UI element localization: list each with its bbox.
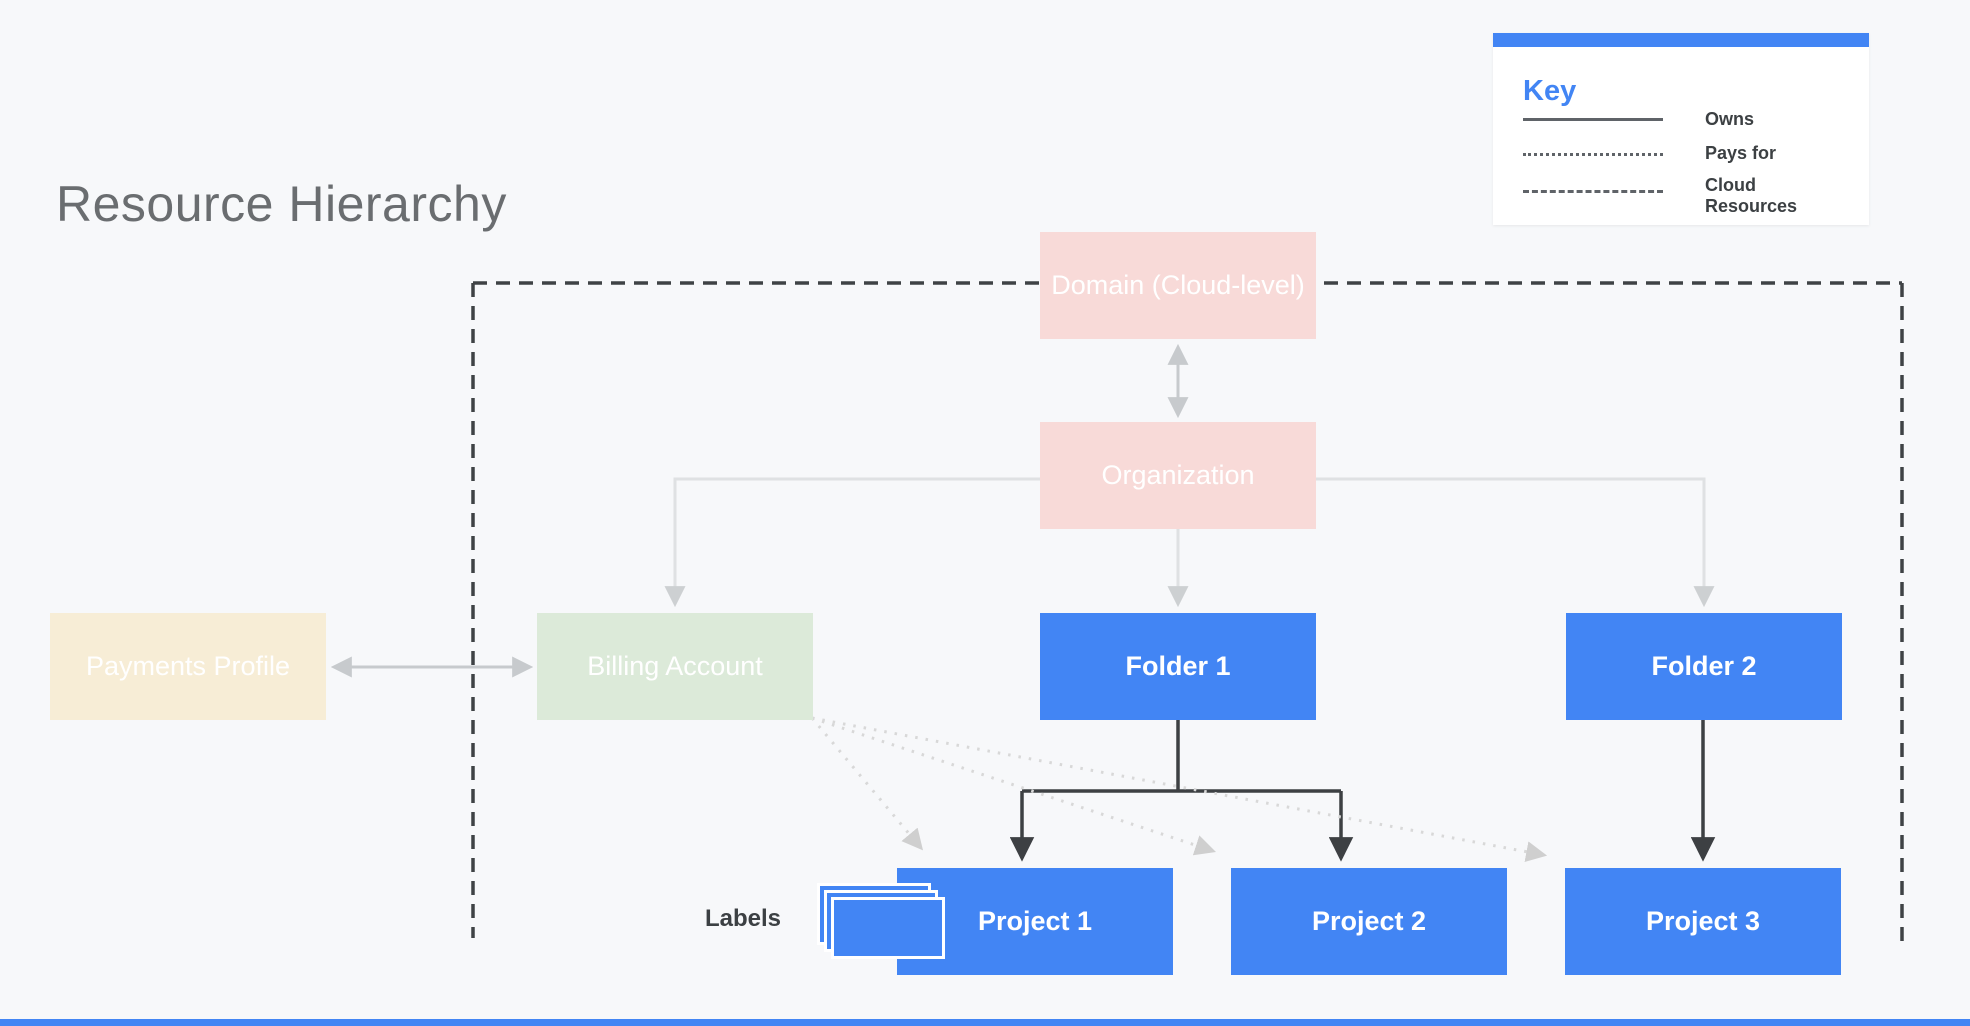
legend-label-cloud-resources: Cloud Resources xyxy=(1705,175,1798,216)
labels-stack-icon xyxy=(817,883,948,962)
node-organization: Organization xyxy=(1040,422,1316,529)
legend-heading: Key xyxy=(1523,75,1577,107)
legend-dashed-line-sample xyxy=(1523,190,1663,193)
legend-solid-line-sample xyxy=(1523,118,1663,121)
edge-organization-folder2 xyxy=(1316,477,1715,608)
edge-organization-billing xyxy=(664,477,1040,608)
legend-label-owns: Owns xyxy=(1705,109,1755,129)
edge-billing-project1-paysfor xyxy=(810,717,924,851)
legend-dotted-line-sample xyxy=(1523,153,1663,156)
node-project-2: Project 2 xyxy=(1231,868,1507,975)
page-title: Resource Hierarchy xyxy=(56,176,507,232)
edge-billing-project3-paysfor xyxy=(811,716,1548,863)
node-payments-profile: Payments Profile xyxy=(50,613,326,720)
edge-folder1-branch xyxy=(1022,720,1341,793)
labels-caption: Labels xyxy=(705,905,782,932)
node-domain: Domain (Cloud-level) xyxy=(1040,232,1316,339)
footer-accent-bar xyxy=(0,1019,1970,1026)
legend-label-pays-for: Pays for xyxy=(1705,143,1777,163)
node-folder-2: Folder 2 xyxy=(1566,613,1842,720)
edge-billing-project2-paysfor xyxy=(811,716,1216,856)
legend-card: Key Owns Pays for Cloud Resources xyxy=(1493,33,1869,225)
node-folder-1: Folder 1 xyxy=(1040,613,1316,720)
node-project-3: Project 3 xyxy=(1565,868,1841,975)
label-card-front xyxy=(831,897,945,959)
node-billing-account: Billing Account xyxy=(537,613,813,720)
